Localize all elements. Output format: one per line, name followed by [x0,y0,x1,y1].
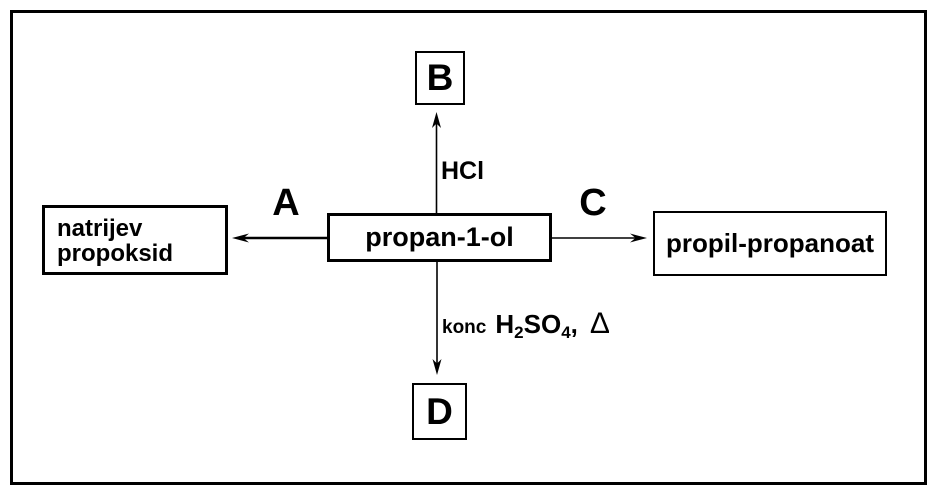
product-box-natrijev-propoksid: natrijev propoksid [42,205,228,275]
reagent-label-hcl: HCl [441,157,485,185]
propil-propanoat-label: propil-propanoat [666,228,874,258]
propan-1-ol-label: propan-1-ol [365,222,514,252]
arrow-label-a: A [272,182,300,224]
product-d-label: D [426,390,453,432]
substrate-box-propan-1-ol: propan-1-ol [327,213,552,262]
natrijev-propoksid-line2: propoksid [57,240,174,267]
arrow-label-c: C [579,182,607,224]
formula-h: H [495,309,515,339]
reagent-label-konc-h2so4-delta: konc H2SO4 , Δ [442,307,610,343]
product-b-label: B [426,57,454,98]
product-box-d: D [412,383,467,440]
formula-sub-4: 4 [561,323,571,342]
formula-so: SO [523,309,562,339]
cond-formula: H2SO4 [495,309,570,343]
delta-heat-symbol: Δ [589,307,610,340]
natrijev-propoksid-line1: natrijev [57,215,143,242]
formula-sub-2: 2 [514,323,524,342]
cond-prefix: konc [442,317,487,338]
product-box-b: B [415,51,465,105]
diagram-border [10,10,927,485]
cond-separator: , [570,309,578,339]
product-box-propil-propanoat: propil-propanoat [653,211,887,276]
